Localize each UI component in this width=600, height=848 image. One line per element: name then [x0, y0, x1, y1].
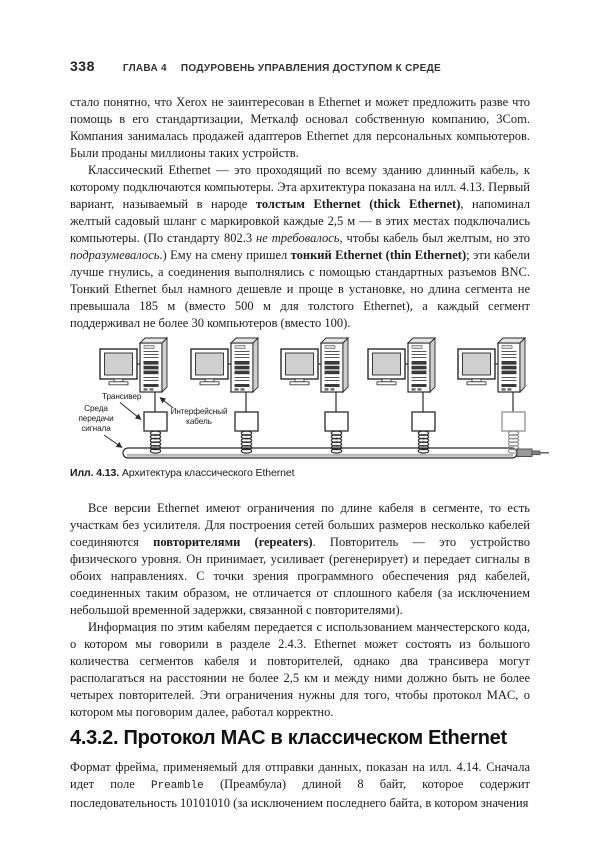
running-header: 338 ГЛАВА 4 ПОДУРОВЕНЬ УПРАВЛЕНИЯ ДОСТУП…	[70, 58, 530, 74]
transceiver-box	[501, 411, 526, 454]
cable-terminator-icon	[516, 448, 549, 457]
text-segment: Классический Ethernet — это проходящий п…	[70, 163, 530, 211]
figure-caption-text: Архитектура классического Ethernet	[121, 467, 295, 479]
chapter-label: ГЛАВА 4	[122, 63, 167, 74]
label-transceiver: Трансивер	[102, 392, 142, 401]
svg-text:Интерфейсный: Интерфейсный	[171, 407, 228, 416]
text-segment: толстым Ethernet (thick Ethernet)	[255, 197, 461, 211]
page-content: 338 ГЛАВА 4 ПОДУРОВЕНЬ УПРАВЛЕНИЯ ДОСТУП…	[70, 58, 549, 812]
text-segment: .) Ему на смену пришел	[159, 248, 291, 262]
text-segment: стало понятно, что Xerox не заинтересова…	[70, 95, 530, 160]
paragraph: Информация по этим кабелям передается с …	[70, 619, 530, 721]
computer-station-icon	[190, 337, 259, 413]
text-segment: , напоминал желтый садовый шланг с марки…	[70, 197, 530, 245]
text-segment: ; эти кабели лучше гнулись, а соединения…	[70, 248, 531, 330]
svg-text:передачи: передачи	[78, 414, 113, 423]
text-segment: Все версии Ethernet имеют ограничения по…	[70, 501, 530, 549]
figure-caption-number: Илл. 4.13.	[70, 467, 120, 479]
chapter-title: ПОДУРОВЕНЬ УПРАВЛЕНИЯ ДОСТУПОМ К СРЕДЕ	[180, 63, 441, 74]
text-segment: Preamble	[150, 780, 204, 792]
transceiver-box	[324, 411, 349, 454]
text-after-heading: Формат фрейма, применяемый для отправки …	[70, 759, 530, 812]
figure-caption: Илл. 4.13. Архитектура классического Eth…	[70, 467, 530, 479]
text-segment: подразумевалось	[70, 248, 160, 262]
page-number: 338	[70, 58, 95, 74]
transceiver-box	[234, 411, 259, 454]
svg-text:Среда: Среда	[84, 404, 108, 413]
coax-cable	[122, 447, 518, 459]
figure-ethernet-architecture: Трансивер Среда передачи сигнала Интерфе…	[70, 334, 549, 479]
svg-text:кабель: кабель	[186, 417, 212, 426]
paragraph: Формат фрейма, применяемый для отправки …	[70, 759, 530, 812]
paragraph: стало понятно, что Xerox не заинтересова…	[70, 94, 530, 162]
label-interface-cable: Интерфейсный кабель	[171, 407, 228, 426]
computer-station-icon	[457, 337, 526, 413]
computer-station-icon	[280, 337, 349, 413]
paragraph: Классический Ethernet — это проходящий п…	[70, 162, 530, 332]
ethernet-figure: Трансивер Среда передачи сигнала Интерфе…	[78, 337, 549, 459]
text-segment: , чтобы кабель был желтым, но это	[339, 231, 530, 245]
text-segment: повторителями (repeaters)	[153, 535, 313, 549]
text-segment: Информация по этим кабелям передается с …	[70, 620, 530, 719]
text-segment: . Повторитель — это устройство физическо…	[70, 535, 530, 617]
section-heading: 4.3.2. Протокол MAC в классическом Ether…	[70, 727, 507, 749]
transceiver-box	[143, 411, 168, 454]
computer-station-icon	[367, 337, 436, 413]
text-segment: не требовалось	[256, 231, 340, 245]
text-segment: Формат фрейма, применяемый для отправки …	[70, 760, 530, 791]
paragraph: Все версии Ethernet имеют ограничения по…	[70, 500, 530, 619]
text-segment: тонкий Ethernet (thin Ethernet)	[290, 248, 467, 262]
text-before-figure: стало понятно, что Xerox не заинтересова…	[70, 94, 530, 332]
svg-text:сигнала: сигнала	[81, 424, 111, 433]
text-segment: (Преамбула) длиной 8 байт, которое содер…	[70, 777, 530, 810]
text-after-figure: Все версии Ethernet имеют ограничения по…	[70, 500, 530, 721]
transceiver-box	[411, 411, 436, 454]
label-medium: Среда передачи сигнала	[78, 404, 113, 433]
